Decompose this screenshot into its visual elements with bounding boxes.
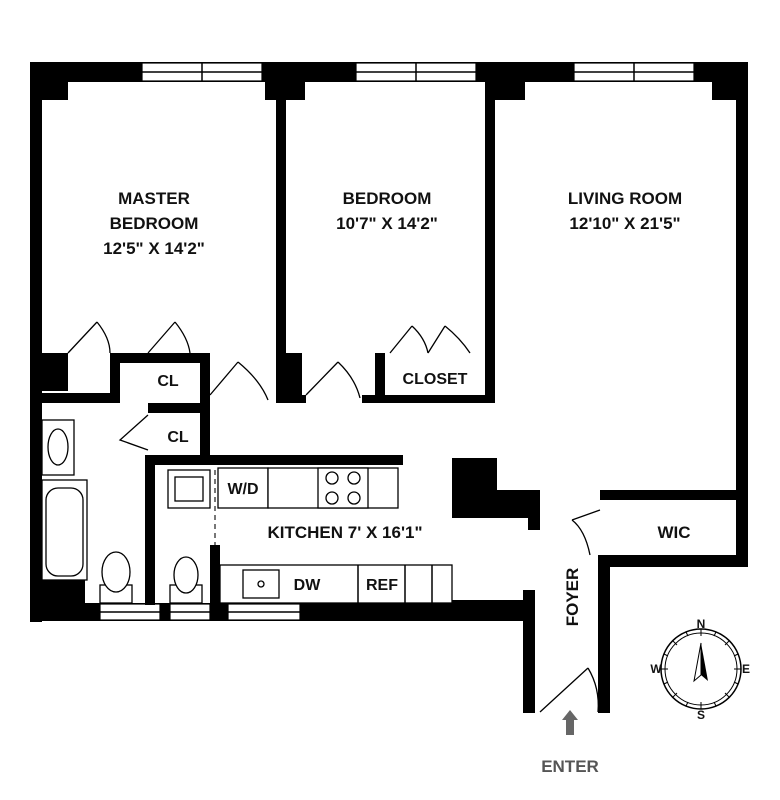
kitchen-label: KITCHEN 7' X 16'1" bbox=[267, 523, 422, 542]
closet-cl-2-label: CL bbox=[167, 429, 189, 446]
master-bedroom-size: 12'5" X 14'2" bbox=[103, 239, 205, 258]
bedroom-size: 10'7" X 14'2" bbox=[336, 214, 438, 233]
room-labels: MASTER BEDROOM 12'5" X 14'2" BEDROOM 10'… bbox=[103, 189, 690, 626]
toilet-1-bowl bbox=[101, 551, 131, 593]
enter-label: ENTER bbox=[541, 757, 599, 776]
kitchen-fixtures bbox=[167, 467, 453, 604]
foyer-label: FOYER bbox=[563, 568, 582, 627]
windows bbox=[99, 62, 695, 621]
compass-icon: N S E W bbox=[650, 617, 750, 722]
wic-label: WIC bbox=[657, 523, 690, 542]
bathroom-fixtures bbox=[41, 419, 203, 604]
interior-walls bbox=[30, 82, 748, 620]
master-bedroom-label: MASTER bbox=[118, 189, 190, 208]
compass-n: N bbox=[697, 617, 706, 631]
bedroom-label: BEDROOM bbox=[343, 189, 432, 208]
compass-w: W bbox=[650, 662, 662, 676]
compass-e: E bbox=[742, 662, 750, 676]
stove bbox=[317, 467, 369, 509]
living-room-label: LIVING ROOM bbox=[568, 189, 682, 208]
doors bbox=[67, 321, 601, 713]
compass-s: S bbox=[697, 708, 705, 722]
compass-needle bbox=[701, 643, 708, 681]
dishwasher-label: DW bbox=[294, 577, 322, 594]
closet-label: CLOSET bbox=[403, 371, 468, 388]
washer-dryer-label: W/D bbox=[227, 481, 258, 498]
toilet-2-bowl bbox=[173, 556, 199, 594]
enter-arrow-icon bbox=[562, 710, 578, 735]
living-room-size: 12'10" X 21'5" bbox=[569, 214, 680, 233]
master-bedroom-label-2: BEDROOM bbox=[110, 214, 199, 233]
closet-cl-1-label: CL bbox=[157, 373, 179, 390]
refrigerator-label: REF bbox=[366, 577, 398, 594]
entry: ENTER bbox=[541, 710, 599, 776]
